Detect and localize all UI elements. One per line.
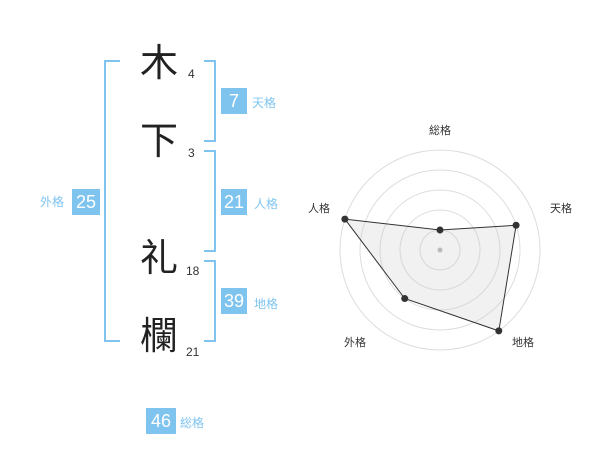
radar-ring-3 bbox=[379, 189, 501, 311]
radar-ring-5 bbox=[339, 149, 541, 351]
stroke-count-3: 18 bbox=[186, 264, 200, 278]
axis-label-soukaku: 総格 bbox=[429, 123, 451, 137]
radar-point-4 bbox=[341, 215, 349, 223]
radar-point-1 bbox=[512, 221, 520, 229]
axis-label-jinkaku: 人格 bbox=[308, 201, 330, 215]
axis-label-chikaku: 地格 bbox=[512, 335, 534, 349]
jinkaku-value: 21 bbox=[221, 189, 247, 215]
radar-ring-4 bbox=[359, 169, 521, 331]
soukaku-label: 総格 bbox=[180, 416, 205, 430]
name-char-4: 欄 bbox=[140, 314, 179, 358]
tenkaku-value: 7 bbox=[221, 88, 247, 114]
radar-ring-2 bbox=[399, 209, 481, 291]
gaikaku-bracket bbox=[104, 60, 120, 342]
tenkaku-label: 天格 bbox=[252, 96, 277, 110]
gaikaku-label: 外格 bbox=[40, 195, 65, 209]
tenkaku-bracket bbox=[204, 60, 216, 142]
axis-label-tenkaku: 天格 bbox=[550, 201, 572, 215]
jinkaku-bracket bbox=[204, 150, 216, 252]
radar-center-dot bbox=[437, 247, 443, 253]
radar-point-0 bbox=[436, 226, 444, 234]
gaikaku-value: 25 bbox=[72, 189, 100, 215]
radar-point-2 bbox=[495, 327, 503, 335]
chikaku-label: 地格 bbox=[254, 297, 279, 311]
fortune-radar-chart: 総格 天格 地格 外格 人格 bbox=[308, 123, 572, 351]
name-char-1: 木 bbox=[140, 41, 179, 85]
stroke-count-4: 21 bbox=[186, 345, 200, 359]
chikaku-value: 39 bbox=[221, 288, 247, 314]
radar-area bbox=[343, 218, 517, 332]
stroke-count-1: 4 bbox=[188, 67, 195, 81]
name-char-2: 下 bbox=[140, 119, 179, 163]
jinkaku-label: 人格 bbox=[254, 197, 279, 211]
stroke-count-2: 3 bbox=[188, 146, 195, 160]
name-char-3: 礼 bbox=[140, 236, 179, 280]
chikaku-bracket bbox=[204, 260, 216, 342]
radar-point-3 bbox=[401, 295, 409, 303]
soukaku-value: 46 bbox=[146, 408, 176, 434]
axis-label-gaikaku: 外格 bbox=[344, 335, 366, 349]
